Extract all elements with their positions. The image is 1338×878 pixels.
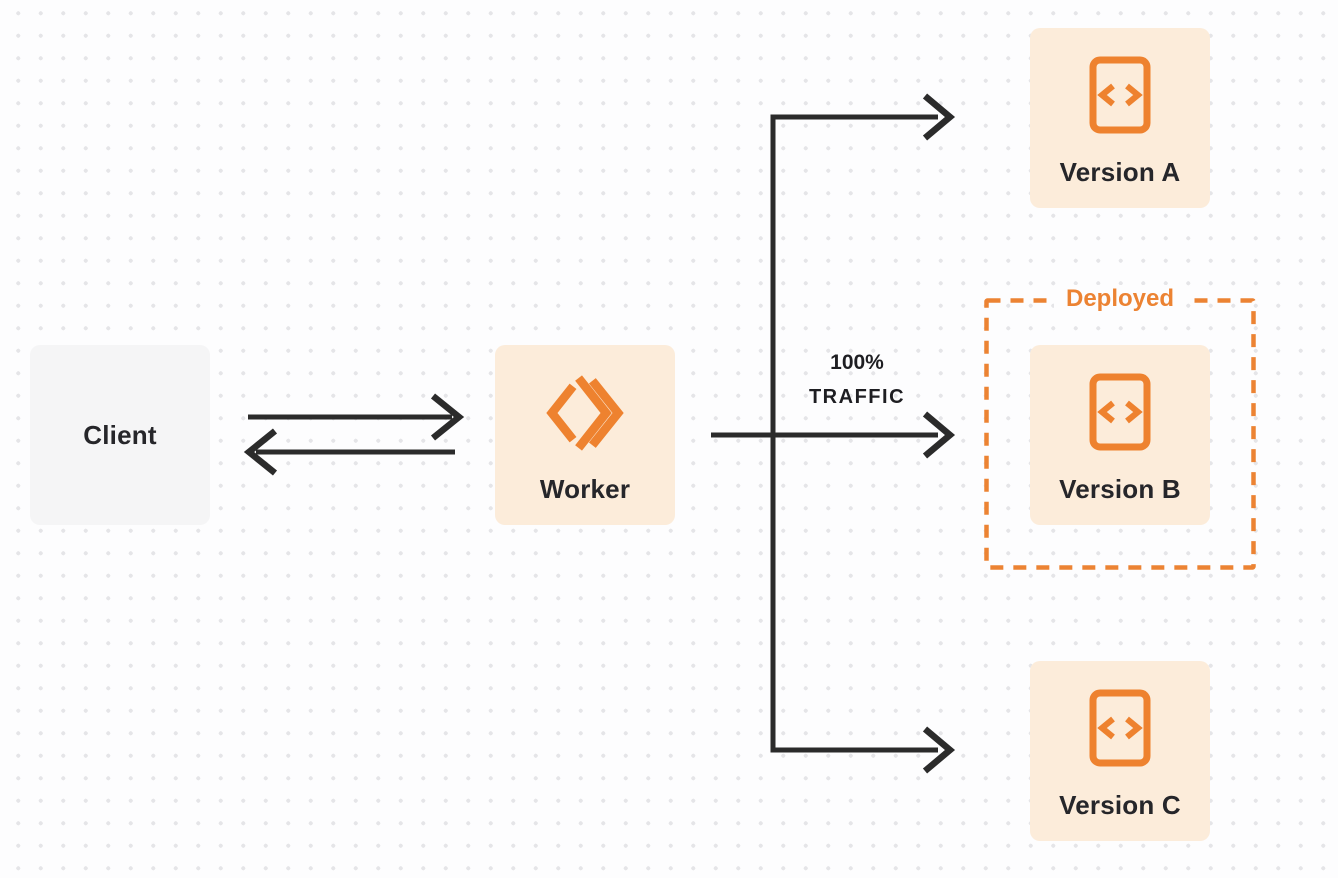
traffic-percent: 100% xyxy=(830,351,884,374)
branch-trunk xyxy=(770,114,938,753)
version-b-label: Version B xyxy=(1059,474,1181,504)
code-file-icon xyxy=(1089,56,1151,139)
code-file-icon xyxy=(1089,689,1151,772)
arrowhead-left-icon xyxy=(243,428,278,476)
node-client: Client xyxy=(30,345,210,525)
arrowhead-right-icon xyxy=(922,726,956,774)
arrowhead-right-icon xyxy=(922,93,956,141)
deployed-dashed-border xyxy=(984,298,1256,570)
client-label: Client xyxy=(83,419,157,450)
node-version-a: Version A xyxy=(1030,28,1210,208)
deployed-label: Deployed xyxy=(1053,285,1187,313)
cloudflare-workers-icon xyxy=(539,367,631,464)
arrowhead-right-icon xyxy=(922,411,956,459)
version-c-label: Version C xyxy=(1059,790,1181,820)
arrowhead-right-icon xyxy=(430,393,465,441)
node-worker: Worker xyxy=(495,345,675,525)
traffic-word: TRAFFIC xyxy=(808,386,906,408)
deployed-group: Deployed xyxy=(984,285,1256,570)
code-file-icon xyxy=(1089,373,1151,456)
node-version-c: Version C xyxy=(1030,661,1210,841)
node-version-b: Version B xyxy=(1030,345,1210,525)
version-a-label: Version A xyxy=(1059,157,1181,187)
traffic-label: 100% TRAFFIC xyxy=(782,351,932,409)
worker-label: Worker xyxy=(539,474,631,504)
